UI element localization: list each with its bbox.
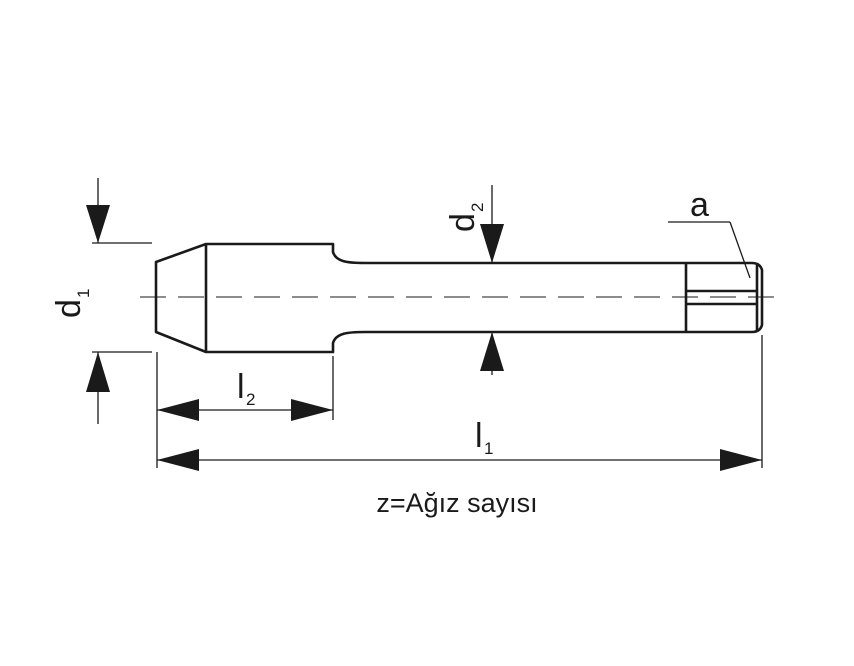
a-label: a (690, 186, 709, 224)
caption: z=Ağız sayısı (376, 488, 537, 518)
d2-label-subscript: 2 (468, 203, 487, 212)
l2-arrow-left (157, 399, 199, 421)
tap-body (154, 242, 764, 354)
dimension-l2 (157, 356, 334, 421)
dimension-d2 (480, 185, 504, 375)
dimension-d1 (86, 178, 152, 424)
d2-arrow-top (480, 224, 504, 263)
a-leader-diagonal (729, 221, 751, 279)
d2-arrow-bottom (480, 332, 504, 371)
dimension-a (668, 221, 751, 279)
dimension-l1 (156, 335, 763, 471)
d1-label-subscript: 1 (74, 289, 93, 298)
d1-arrow-top (86, 205, 110, 243)
l2-label: l (237, 368, 245, 406)
l1-label: l (475, 417, 483, 455)
l1-label-subscript: 1 (484, 439, 493, 458)
l2-arrow-right (291, 399, 333, 421)
tap-outline (154, 242, 764, 354)
d2-label: d (444, 213, 482, 232)
d1-label: d (50, 299, 88, 318)
l1-arrow-left (157, 449, 199, 471)
d1-arrow-bottom (86, 352, 110, 392)
l1-arrow-right (720, 449, 762, 471)
l2-label-subscript: 2 (246, 390, 255, 409)
